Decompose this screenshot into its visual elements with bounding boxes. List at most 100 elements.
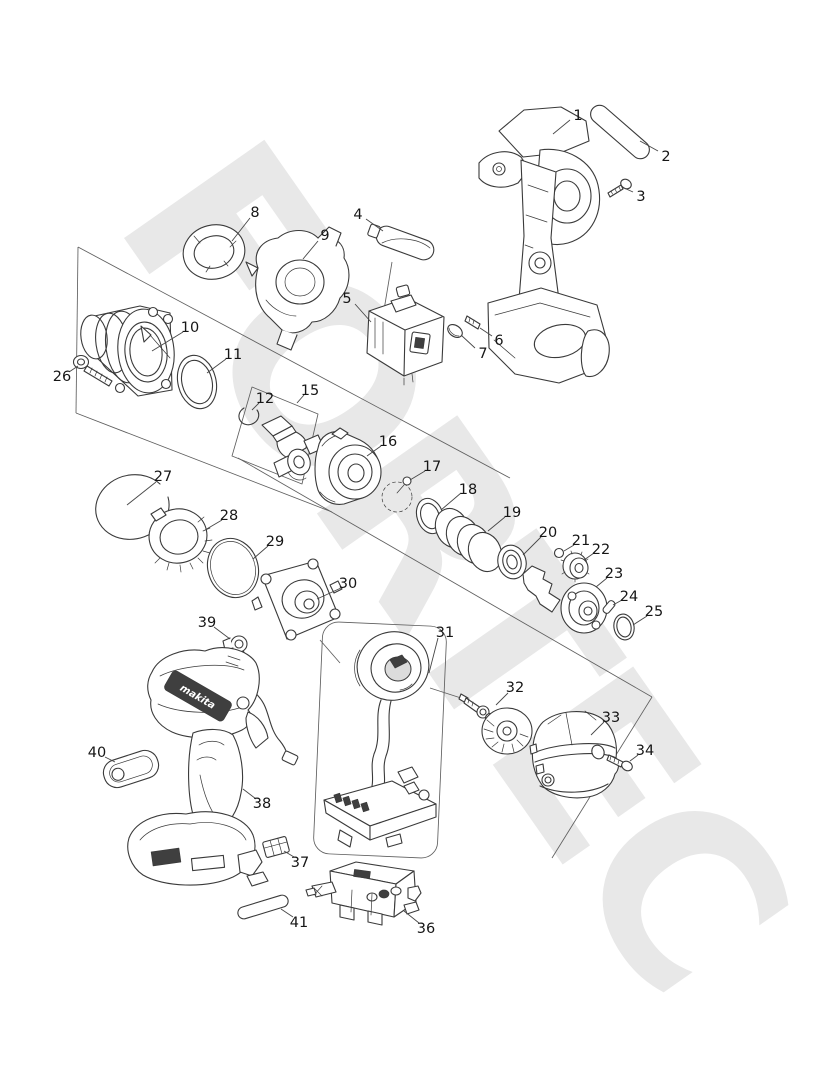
part-number-label-31: 31 (436, 625, 454, 641)
leader-line-23 (595, 577, 608, 588)
part-30-bearing-box (251, 558, 343, 641)
leader-line-30 (316, 587, 342, 600)
part-number-label-25: 25 (645, 604, 663, 620)
part-number-label-18: 18 (459, 482, 477, 498)
part-number-label-36: 36 (417, 921, 435, 937)
part-20-washer (497, 544, 527, 580)
leader-line-37 (283, 850, 295, 858)
part-4-trigger (367, 223, 435, 261)
leader-line-20 (522, 536, 542, 556)
part-38-housing-half-left: makita (127, 647, 269, 887)
part-26-screw (72, 354, 113, 387)
part-number-label-39: 39 (198, 615, 216, 631)
leader-line-34 (629, 754, 639, 762)
part-36-terminal (305, 861, 422, 926)
part-number-label-24: 24 (620, 589, 638, 605)
leader-line-31 (428, 637, 439, 674)
part-33-rear-cover (529, 710, 620, 799)
part-number-label-20: 20 (539, 525, 557, 541)
leader-line-3 (623, 187, 634, 193)
watermark-text: FORTEC (66, 96, 830, 1032)
part-number-label-40: 40 (88, 745, 106, 761)
part-number-label-26: 26 (53, 369, 71, 385)
leader-line-16 (366, 445, 382, 457)
leader-line-36 (403, 910, 420, 924)
leader-line-41 (280, 908, 294, 918)
part-41-strip (237, 894, 289, 920)
part-40-rubber-pad (102, 749, 160, 789)
leader-line-15 (296, 394, 305, 404)
part-number-label-30: 30 (339, 576, 357, 592)
part-19-spring (434, 507, 503, 573)
part-number-label-1: 1 (573, 108, 582, 124)
leader-line-40 (104, 756, 116, 763)
part-28-ring-gear (148, 507, 213, 573)
part-number-label-7: 7 (478, 346, 487, 362)
part-number-label-11: 11 (224, 347, 242, 363)
leader-line-28 (204, 519, 223, 531)
leader-line-24 (612, 599, 623, 606)
part-number-label-9: 9 (320, 228, 329, 244)
part-17-ball (381, 476, 413, 513)
part-number-label-16: 16 (379, 434, 397, 450)
leader-line-25 (632, 615, 648, 626)
leader-line-10 (151, 331, 184, 352)
part-16-hammer (314, 427, 382, 505)
part-number-label-22: 22 (592, 542, 610, 558)
leader-line-21 (563, 544, 575, 552)
leader-line-26 (68, 365, 79, 373)
part-number-label-6: 6 (494, 333, 503, 349)
leader-line-7 (460, 334, 476, 349)
part-22-gear (560, 550, 590, 583)
leader-line-6 (479, 327, 493, 337)
part-number-label-10: 10 (181, 320, 199, 336)
leader-line-12 (251, 402, 260, 411)
part-2-label (590, 104, 650, 160)
part-15-anvil-assembly (261, 415, 325, 481)
part-29-o-ring (206, 537, 260, 599)
leader-line-27 (126, 481, 157, 506)
leader-line-19 (487, 516, 506, 532)
leader-line-9 (302, 240, 319, 260)
watermark: FORTEC (66, 96, 830, 1032)
part-number-label-5: 5 (342, 291, 351, 307)
part-9-bumper (245, 226, 350, 351)
leader-line-33 (590, 721, 605, 736)
part-number-label-17: 17 (423, 459, 441, 475)
part-number-label-3: 3 (636, 189, 645, 205)
part-5-switch (366, 284, 445, 386)
leader-line-5 (354, 303, 372, 323)
part-number-label-12: 12 (256, 391, 274, 407)
part-number-label-21: 21 (572, 533, 590, 549)
part-number-label-23: 23 (605, 566, 623, 582)
part-37-clip (262, 836, 290, 858)
part-6-pin (464, 315, 481, 330)
leader-line-2 (639, 140, 659, 152)
part-number-label-38: 38 (253, 796, 271, 812)
part-number-label-37: 37 (291, 855, 309, 871)
part-number-label-41: 41 (290, 915, 308, 931)
part-number-label-19: 19 (503, 505, 521, 521)
leader-line-29 (252, 545, 269, 560)
part-number-label-29: 29 (266, 534, 284, 550)
part-24-pin (602, 600, 616, 614)
leader-line-11 (206, 358, 227, 374)
part-number-label-4: 4 (353, 207, 362, 223)
part-3-screw (607, 178, 632, 198)
part-12-snap-ring (238, 407, 260, 426)
part-number-label-33: 33 (602, 710, 620, 726)
part-34-screw (606, 754, 633, 772)
part-number-label-2: 2 (661, 149, 670, 165)
leader-line-4 (365, 218, 384, 232)
leader-line-32 (495, 692, 509, 706)
part-8-ring (182, 224, 246, 280)
leader-line-39 (213, 626, 231, 640)
leader-line-18 (440, 492, 462, 511)
leader-line-17 (409, 470, 426, 481)
leader-line-22 (583, 552, 595, 561)
part-number-label-34: 34 (636, 743, 654, 759)
part-31-stator-controller (323, 631, 437, 848)
part-number-label-27: 27 (154, 469, 172, 485)
